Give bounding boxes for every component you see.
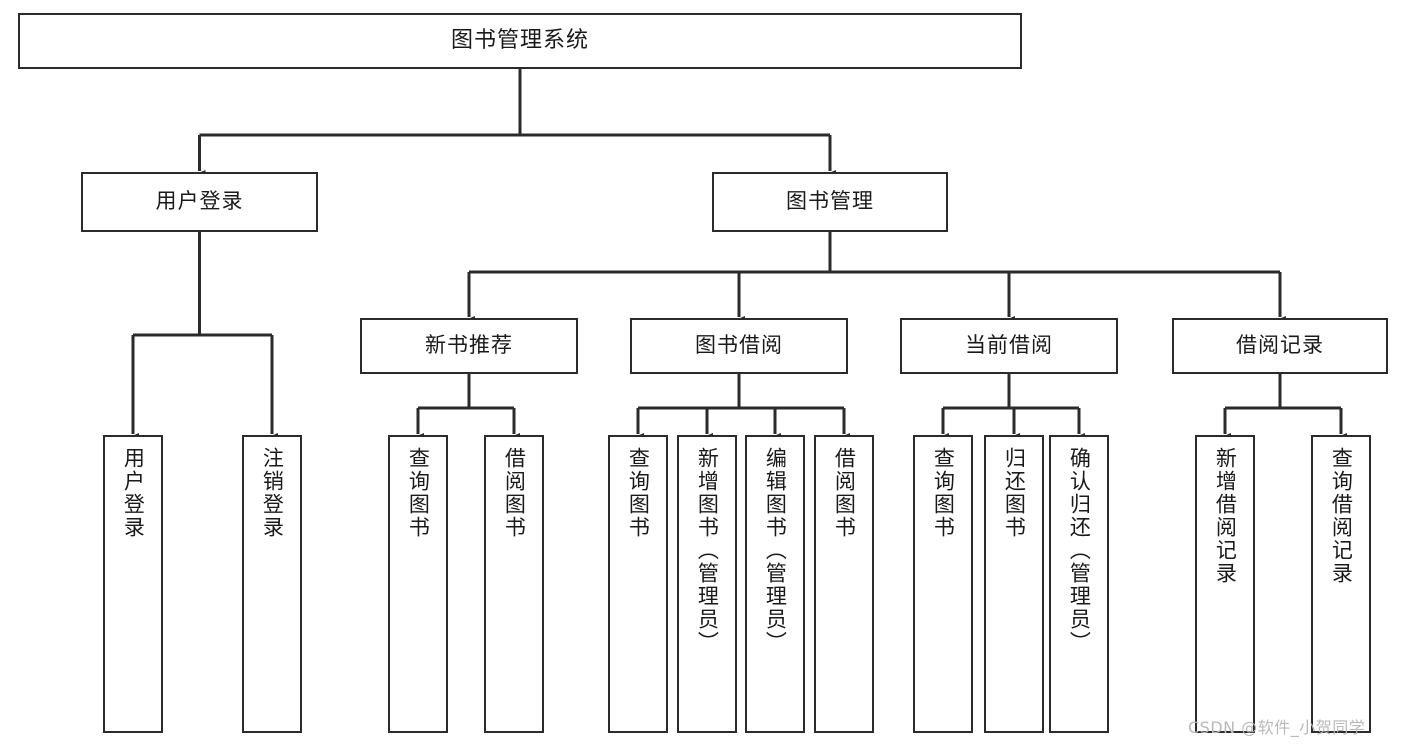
node-label: 当前借阅 [965, 333, 1053, 358]
node-book-management[interactable]: 图书管理 [712, 172, 948, 232]
node-user-login[interactable]: 用户登录 [81, 172, 318, 232]
node-label: 用户登录 [121, 447, 146, 539]
node-borrow-record[interactable]: 借阅记录 [1172, 318, 1388, 374]
node-current-borrow[interactable]: 当前借阅 [900, 318, 1118, 374]
node-label: 查询图书 [406, 447, 431, 539]
node-label: 归还图书 [1002, 447, 1027, 539]
node-leaf-edit-book-admin[interactable]: 编辑图书（管理员） [745, 435, 805, 733]
node-label: 图书借阅 [695, 333, 783, 358]
node-label: 新增借阅记录 [1213, 447, 1238, 585]
node-label: 借阅图书 [832, 447, 857, 539]
node-label: 注销登录 [260, 447, 285, 539]
node-label: 借阅记录 [1236, 333, 1324, 358]
node-label: 新书推荐 [425, 333, 513, 358]
node-leaf-borrow-books-borrow[interactable]: 借阅图书 [814, 435, 874, 733]
node-new-book-recommend[interactable]: 新书推荐 [360, 318, 578, 374]
node-label: 新增图书（管理员） [695, 447, 720, 654]
node-leaf-borrow-books-recommend[interactable]: 借阅图书 [484, 435, 544, 733]
node-leaf-add-book-admin[interactable]: 新增图书（管理员） [677, 435, 737, 733]
node-label: 图书管理 [786, 189, 874, 214]
node-label: 查询借阅记录 [1329, 447, 1354, 585]
node-leaf-query-books-recommend[interactable]: 查询图书 [388, 435, 448, 733]
node-leaf-query-books-current[interactable]: 查询图书 [913, 435, 973, 733]
node-leaf-query-books-borrow[interactable]: 查询图书 [608, 435, 668, 733]
node-label: 图书管理系统 [450, 27, 589, 53]
node-label: 用户登录 [155, 189, 244, 214]
node-label: 查询图书 [931, 447, 956, 539]
node-label: 确认归还（管理员） [1067, 447, 1092, 654]
node-leaf-confirm-return-admin[interactable]: 确认归还（管理员） [1049, 435, 1109, 733]
node-label: 编辑图书（管理员） [763, 447, 788, 654]
node-root-library-system[interactable]: 图书管理系统 [18, 13, 1022, 69]
node-label: 查询图书 [626, 447, 651, 539]
node-leaf-query-borrow-record[interactable]: 查询借阅记录 [1311, 435, 1371, 733]
node-leaf-user-logout[interactable]: 注销登录 [242, 435, 302, 733]
csdn-watermark: CSDN @软件_小贺同学 [1188, 718, 1366, 737]
node-leaf-add-borrow-record[interactable]: 新增借阅记录 [1195, 435, 1255, 733]
node-leaf-return-books[interactable]: 归还图书 [984, 435, 1044, 733]
connector-edges [127, 69, 1347, 443]
node-leaf-user-login[interactable]: 用户登录 [103, 435, 163, 733]
node-book-borrow[interactable]: 图书借阅 [630, 318, 848, 374]
node-label: 借阅图书 [502, 447, 527, 539]
